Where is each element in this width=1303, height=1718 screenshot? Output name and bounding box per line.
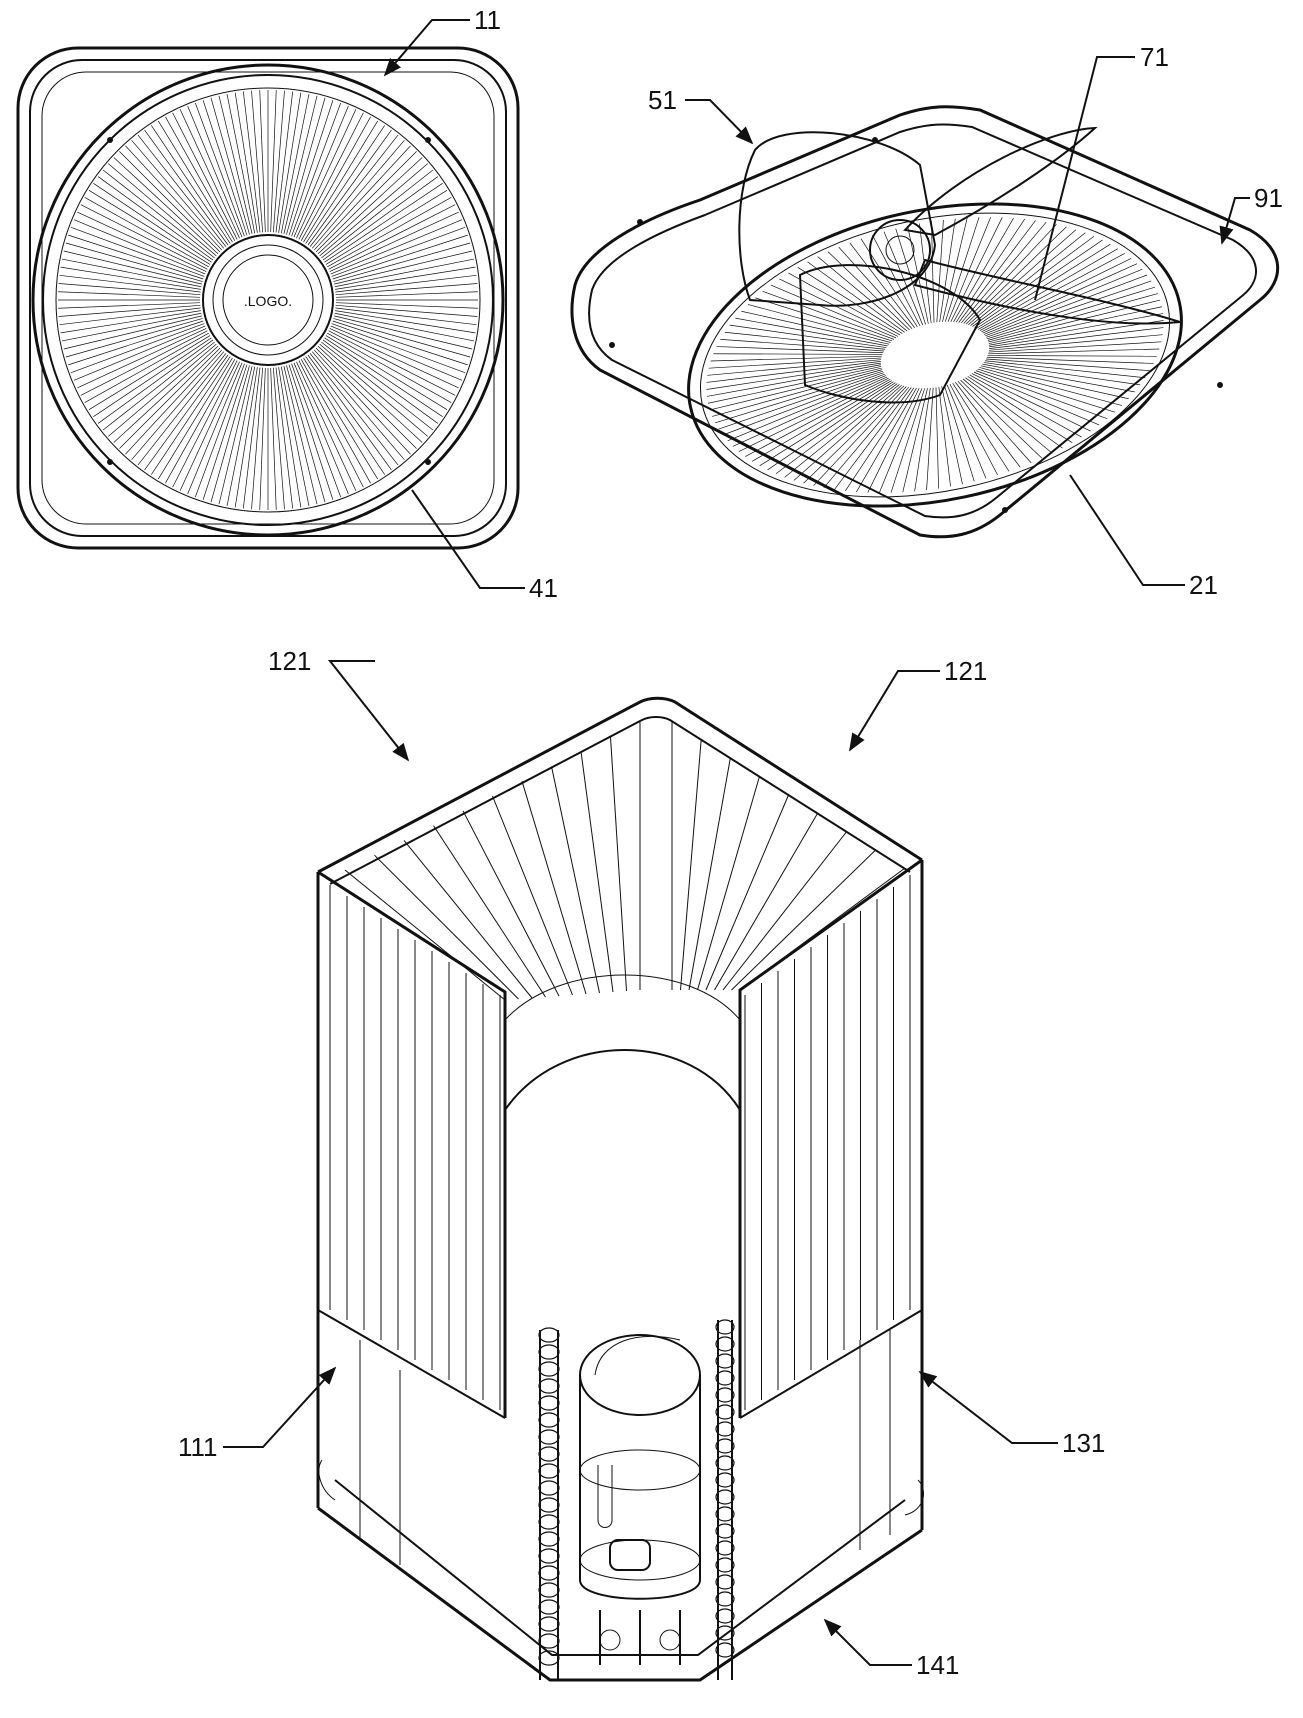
top-cover-perspective bbox=[570, 105, 1280, 539]
condenser-cabinet-perspective bbox=[316, 696, 925, 1682]
rear-louver-panels bbox=[344, 722, 906, 1001]
label-41: 41 bbox=[529, 573, 558, 603]
label-91: 91 bbox=[1254, 183, 1283, 213]
label-21: 21 bbox=[1189, 570, 1218, 600]
label-51: 51 bbox=[648, 85, 677, 115]
label-121-right: 121 bbox=[944, 656, 987, 686]
label-121-left: 121 bbox=[268, 646, 311, 676]
leader-lines bbox=[223, 19, 1250, 1666]
label-111: 111 bbox=[178, 1432, 218, 1462]
left-louver-panel bbox=[329, 885, 501, 1410]
condenser-coil-tubes bbox=[538, 1319, 735, 1666]
label-71: 71 bbox=[1140, 42, 1169, 72]
fan-grille-perspective bbox=[706, 217, 1164, 493]
right-louver-panel bbox=[744, 875, 911, 1410]
reference-numerals: 11 71 51 91 41 21 121 121 111 131 141 bbox=[178, 5, 1283, 1680]
fan-guard-top-view: .LOGO. bbox=[16, 46, 520, 550]
compressor bbox=[579, 1334, 701, 1665]
fan-grille bbox=[58, 90, 478, 510]
label-141: 141 bbox=[916, 1650, 959, 1680]
label-131: 131 bbox=[1062, 1428, 1105, 1458]
label-11: 11 bbox=[474, 5, 501, 35]
hub-logo: .LOGO. bbox=[244, 293, 292, 309]
